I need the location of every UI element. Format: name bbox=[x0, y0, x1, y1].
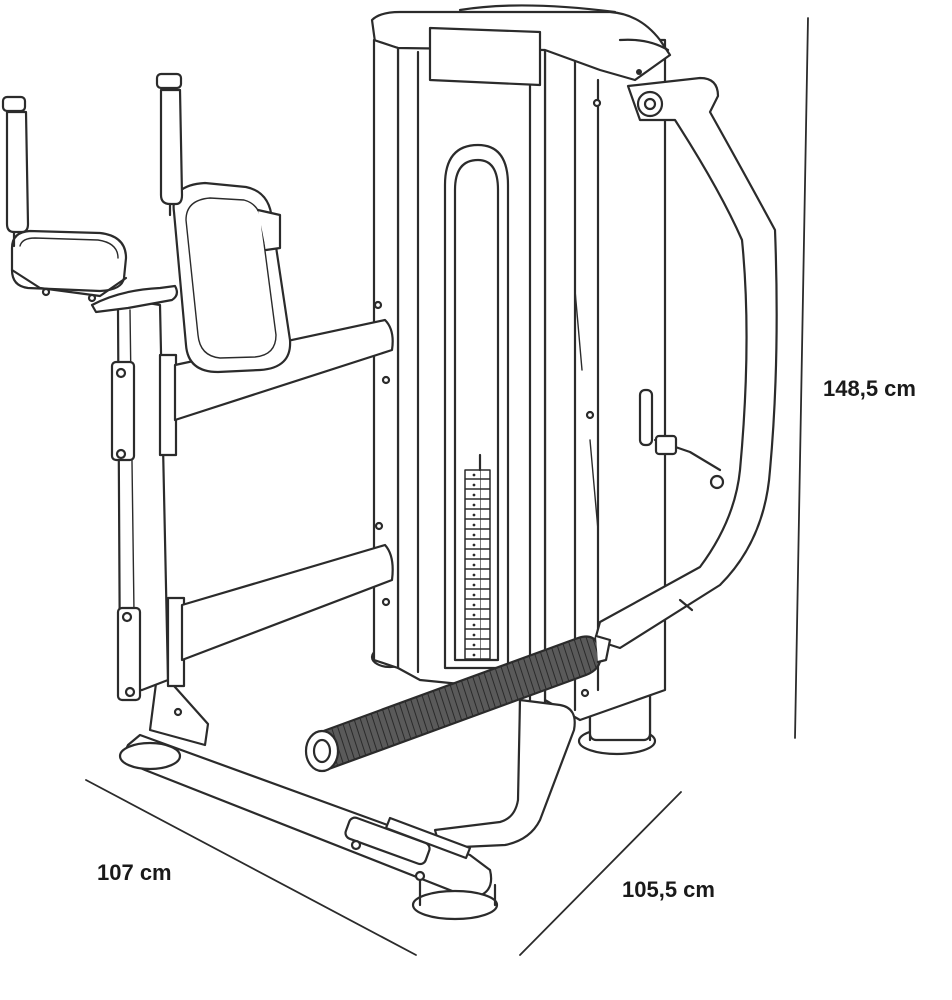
depth-dimension-line bbox=[519, 791, 682, 956]
height-dimension-label: 148,5 cm bbox=[823, 376, 916, 401]
weight-stack-tower bbox=[370, 4, 672, 724]
base-platform bbox=[118, 666, 576, 921]
width-dimension-label: 107 cm bbox=[97, 860, 172, 885]
roller-pad bbox=[304, 634, 612, 773]
width-dimension-line bbox=[85, 779, 417, 956]
lever-arm bbox=[593, 76, 778, 650]
left-frame bbox=[90, 284, 394, 702]
depth-dimension-label: 105,5 cm bbox=[622, 877, 715, 902]
dimension-lines bbox=[85, 17, 809, 956]
height-dimension-line bbox=[794, 17, 809, 739]
back-pad bbox=[172, 181, 292, 374]
arm-pad bbox=[10, 229, 128, 303]
handles bbox=[1, 72, 184, 248]
